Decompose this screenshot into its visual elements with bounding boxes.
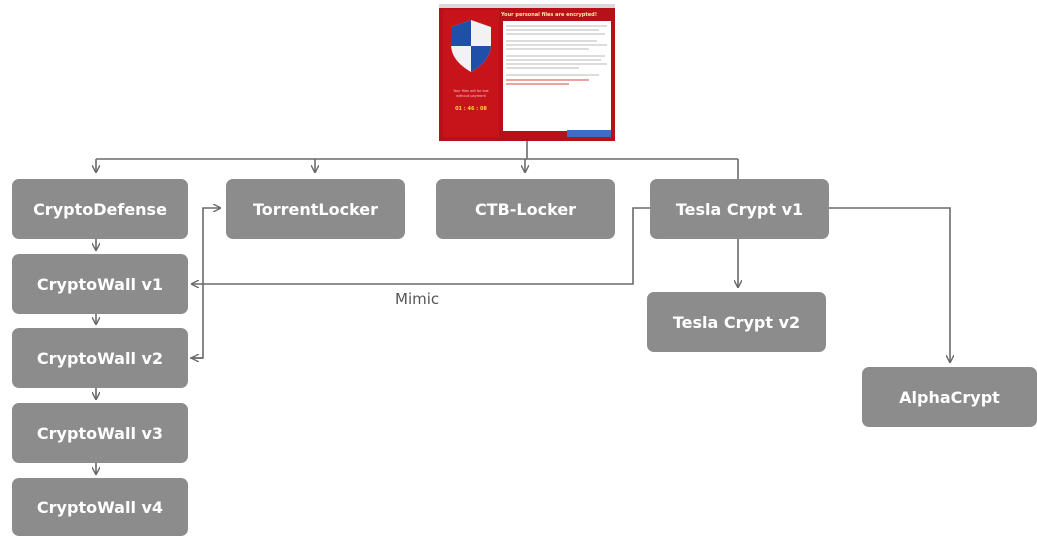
node-alphacrypt: AlphaCrypt xyxy=(862,367,1037,427)
svg-text:without payment: without payment xyxy=(456,94,486,98)
mimic-label: Mimic xyxy=(395,290,440,308)
countdown-text: 01 : 46 : 08 xyxy=(455,106,487,112)
node-torrentlocker: TorrentLocker xyxy=(226,179,405,239)
node-cryptowall-v3: CryptoWall v3 xyxy=(12,403,188,463)
ransom-heading: Your personal files are encrypted! xyxy=(500,12,597,18)
node-tesla-crypt-v2: Tesla Crypt v2 xyxy=(647,292,826,352)
arrow-cwv2-to-torrentlocker xyxy=(190,208,220,359)
node-tesla-crypt-v1: Tesla Crypt v1 xyxy=(650,179,829,239)
node-cryptodefense: CryptoDefense xyxy=(12,179,188,239)
svg-text:Your files will be lost: Your files will be lost xyxy=(453,89,489,93)
node-ctb-locker: CTB-Locker xyxy=(436,179,615,239)
arrow-mimic xyxy=(192,207,650,284)
node-cryptowall-v2: CryptoWall v2 xyxy=(12,328,188,388)
node-cryptowall-v4: CryptoWall v4 xyxy=(12,478,188,536)
shield-icon xyxy=(451,20,491,72)
node-cryptowall-v1: CryptoWall v1 xyxy=(12,254,188,314)
ransom-note-screenshot: Your files will be lost without payment … xyxy=(439,4,615,141)
arrow-tesla-v1-to-alphacrypt xyxy=(829,207,950,362)
